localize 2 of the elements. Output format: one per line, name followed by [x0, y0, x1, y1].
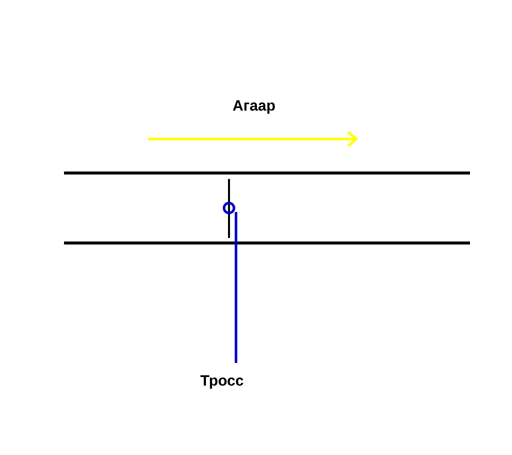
- label: Тросс: [200, 375, 244, 389]
- label: Агаар: [232, 100, 275, 114]
